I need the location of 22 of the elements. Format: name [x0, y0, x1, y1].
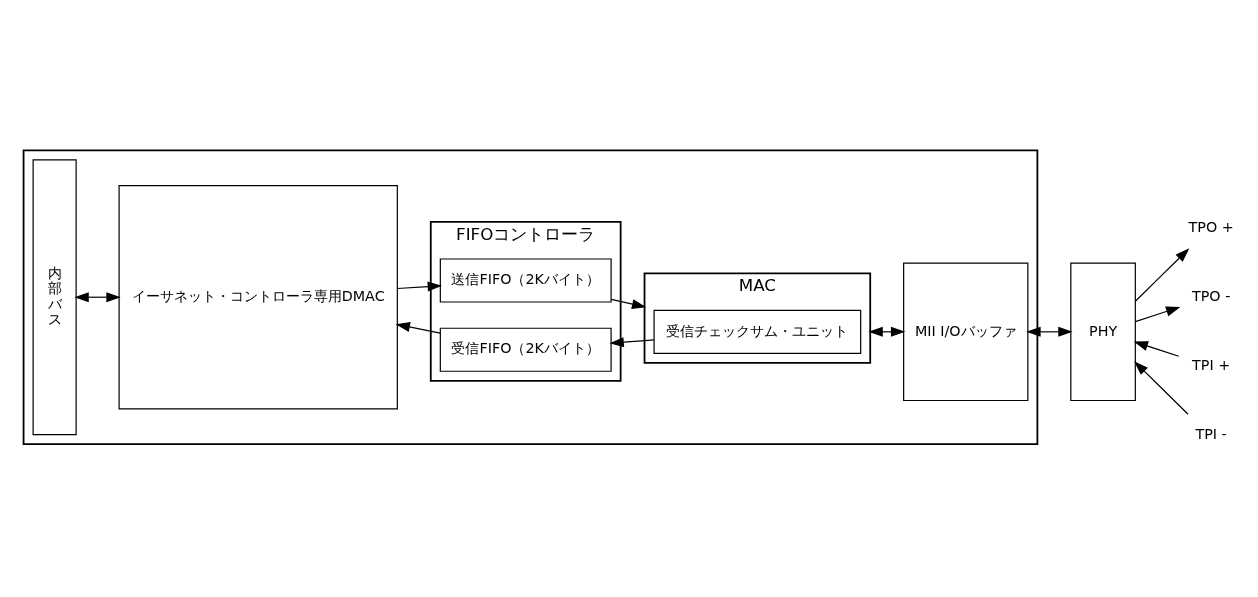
node-box: 送信FIFO（2Kバイト）	[439, 257, 612, 303]
node-box: 受信FIFO（2Kバイト）	[439, 327, 612, 372]
node-text: TPO +	[1188, 218, 1234, 235]
arrow	[609, 336, 655, 347]
arrow	[1026, 326, 1073, 337]
node-box: MII I/Oバッファ	[903, 262, 1029, 401]
node-text: TPI +	[1192, 356, 1231, 373]
arrow	[396, 281, 442, 292]
arrow	[610, 298, 647, 309]
node-box: イーサネット・コントローラ専用DMAC	[118, 184, 398, 409]
arrow	[1134, 247, 1190, 302]
arrow	[1133, 340, 1180, 357]
arrow	[1134, 360, 1189, 415]
arrow	[74, 291, 121, 302]
node-text: TPI -	[1195, 425, 1227, 442]
node-box: 内部バス	[32, 158, 77, 435]
node-box: 受信チェックサム・ユニット	[653, 309, 862, 354]
node-text: TPO -	[1191, 287, 1231, 304]
arrow	[1134, 306, 1181, 322]
arrow	[395, 321, 441, 334]
node-box: PHY	[1070, 262, 1136, 401]
arrow	[868, 326, 906, 337]
